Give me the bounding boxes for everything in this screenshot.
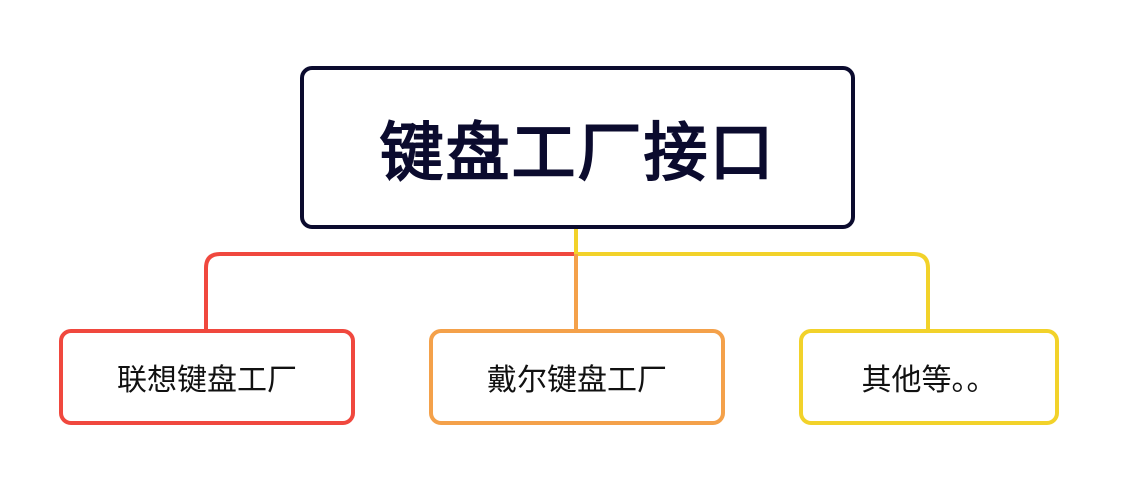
- connector-yellow: [574, 228, 930, 330]
- child-node-lenovo: 联想键盘工厂: [59, 329, 355, 425]
- connector-red: [204, 252, 576, 330]
- child-label: 其他等。。: [861, 363, 997, 398]
- child-label: 联想键盘工厂: [117, 363, 297, 398]
- child-label: 戴尔键盘工厂: [487, 363, 667, 398]
- root-node: 键盘工厂接口: [300, 66, 855, 229]
- child-node-others: 其他等。。: [799, 329, 1059, 425]
- root-label: 键盘工厂接口: [379, 116, 776, 191]
- child-node-dell: 戴尔键盘工厂: [429, 329, 725, 425]
